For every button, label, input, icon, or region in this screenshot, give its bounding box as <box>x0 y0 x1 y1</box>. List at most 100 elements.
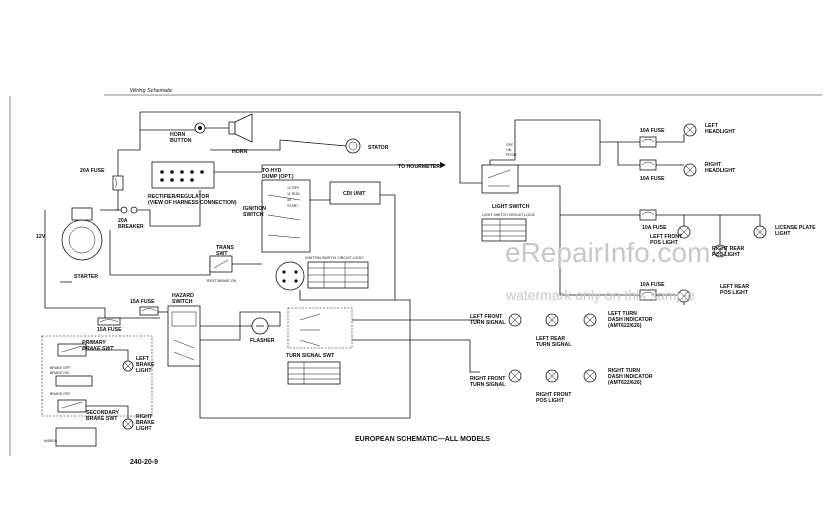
breaker-out-wire <box>137 190 201 227</box>
primary-brake-off: BRAKE OFF <box>50 366 71 370</box>
horn-label: HORN <box>232 149 248 155</box>
left-front-pos-light <box>677 225 691 239</box>
secondary-brake-table <box>55 427 97 447</box>
license-plate-light <box>753 225 767 239</box>
right-turn-dash-indicator <box>583 369 597 383</box>
right-front-turn-signal <box>508 369 522 383</box>
horn-return-wire <box>210 140 281 151</box>
flasher-loop-wire <box>200 311 281 341</box>
flasher-label: FLASHER <box>250 338 275 344</box>
fuse-15a-lower <box>97 317 121 326</box>
fuse-10a-3 <box>639 209 657 221</box>
horn-button <box>194 122 206 134</box>
turn-signal-switch-label: TURN SIGNAL SWT <box>286 353 335 359</box>
left-front-turn-signal <box>508 313 522 327</box>
battery-label: 12V <box>36 234 46 240</box>
fuse-10a-2 <box>639 159 657 171</box>
fuse-15a-upper-label: 15A FUSE <box>130 299 155 305</box>
main-top-wire <box>140 111 478 184</box>
fuse-feed-wire <box>110 112 141 211</box>
ignition-logic-table <box>307 261 369 289</box>
fuse-10a-2-label: 10A FUSE <box>640 176 665 182</box>
left-headlight <box>683 123 697 137</box>
ign-position-10: 10 <box>287 198 291 202</box>
starter <box>61 207 103 261</box>
right-headlight <box>683 163 697 177</box>
cdi-unit-label: CDI UNIT <box>343 191 366 197</box>
breaker-20a <box>115 206 138 214</box>
stator-wire <box>279 139 347 147</box>
left-brake-wire <box>86 349 129 361</box>
hourmeter-wire <box>214 164 440 173</box>
stator-label: STATOR <box>368 145 389 151</box>
rear-pos-bus <box>559 215 640 296</box>
primary-brake-on: BRAKE ON <box>50 371 69 375</box>
fuse-10a-1-label: 10A FUSE <box>640 128 665 134</box>
left-brake-light <box>122 360 134 372</box>
fuse10-2-in <box>617 142 640 166</box>
fuse-20a-label: 20A FUSE <box>80 168 105 174</box>
light-pos-on: ON <box>506 148 512 152</box>
fuse-10a-3-label: 10A FUSE <box>642 225 667 231</box>
headlight-riser <box>560 142 601 166</box>
left-rear-pos-light <box>677 289 691 303</box>
stator <box>345 138 361 154</box>
ref-code: M49018 <box>44 439 57 443</box>
header-title: Wiring Schematic <box>130 88 173 94</box>
fuse-10a-1 <box>639 136 657 148</box>
fuse10-3-out <box>656 214 761 228</box>
left-turn-dash-indicator <box>583 313 597 327</box>
trans-switch <box>209 255 233 273</box>
ign-position-off: 12 OFF <box>287 186 300 190</box>
ignition-key-cylinder <box>275 261 305 291</box>
light-pos-posit: POSIT <box>506 153 518 157</box>
starter-solenoid-wire <box>109 230 211 276</box>
left-rear-turn-signal <box>545 313 559 327</box>
light-switch <box>481 164 519 194</box>
hazard-switch <box>167 305 201 367</box>
schematic-caption: EUROPEAN SCHEMATIC—ALL MODELS <box>355 436 490 443</box>
light-logic-table <box>481 218 527 242</box>
secondary-brake-switch <box>57 399 87 413</box>
right-rear-pos-light <box>713 244 727 258</box>
primary-brake-table <box>55 375 93 387</box>
fuse-15a-lower-label: 15A FUSE <box>97 327 122 333</box>
fuse-15a-upper <box>139 306 159 316</box>
right-brake-wire <box>86 405 129 419</box>
light-switch-label: LIGHT SWITCH <box>492 204 530 210</box>
flasher <box>251 317 269 335</box>
cdi-unit <box>329 181 381 205</box>
to-hourmeter-label: TO HOURMETER <box>398 164 440 170</box>
watermark-note: watermark only on this sample <box>505 287 695 303</box>
brake-switch-group <box>41 335 153 417</box>
secondary-brake-off: BRAKE OFF <box>50 392 71 396</box>
lower-return-bus <box>199 299 411 419</box>
ignition-logic-title: IGNITION SWITCH CIRCUIT LOGIC <box>305 256 364 260</box>
ign-position-run: 11 RUN <box>287 192 300 196</box>
lower-feed-wire <box>44 262 106 318</box>
starter-label: STARTER <box>74 274 98 280</box>
ign-position-start: START <box>287 204 299 208</box>
turn-signal-switch <box>287 307 353 349</box>
fuse10-1-out <box>656 134 685 143</box>
